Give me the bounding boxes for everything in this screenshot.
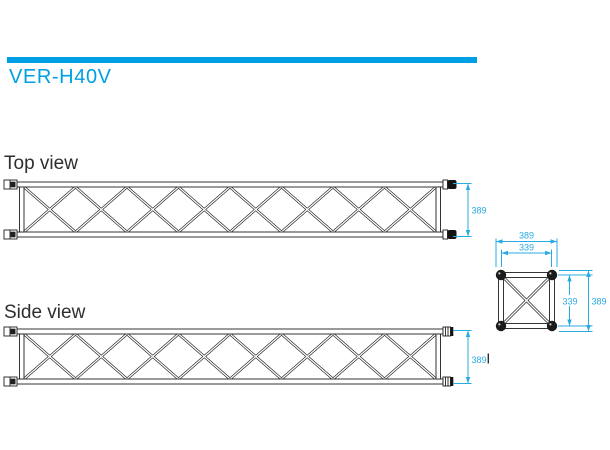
chord-corners (495, 269, 558, 332)
stray-mark (487, 353, 489, 364)
top-view-drawing: 389 (3, 179, 487, 240)
header-accent-bar (7, 57, 477, 63)
cross-section-width-dimensions (495, 238, 558, 267)
cross-section-height-dimensions (558, 270, 593, 332)
top-view-height-dimension-label: 389 (472, 206, 487, 216)
side-view-label: Side view (4, 302, 86, 323)
cross-section-outer-width-label: 389 (519, 231, 534, 241)
top-view-height-dimension (453, 183, 472, 237)
cross-section-outer-height-label: 389 (592, 297, 607, 307)
side-view-height-dimension-label: 389 (472, 355, 487, 365)
page-title: VER-H40V (9, 66, 112, 88)
side-view-height-dimension (453, 330, 472, 384)
cross-section-inner-height-label: 339 (562, 297, 577, 307)
cross-section-drawing: 389 339 339 389 (495, 231, 607, 332)
top-view-label: Top view (4, 153, 78, 174)
cross-section-inner-width-label: 339 (519, 243, 534, 253)
side-view-drawing: 389 (3, 326, 489, 387)
